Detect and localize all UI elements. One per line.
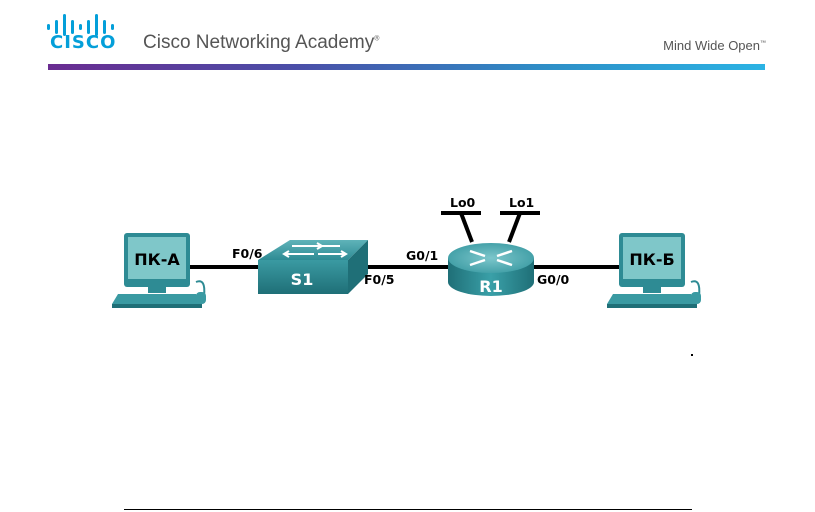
loopback-lo0-link (459, 212, 474, 243)
registered-mark: ® (374, 35, 380, 43)
cisco-logo-icon (47, 14, 114, 36)
page-header: CISCO Cisco Networking Academy® Mind Wid… (0, 0, 815, 80)
interface-label-r1-lo1: Lo1 (509, 195, 534, 210)
footer-divider (124, 509, 692, 510)
loopback-lo1-link (507, 212, 522, 243)
stray-dot (691, 354, 693, 356)
router-icon (448, 243, 534, 296)
computer-icon (112, 233, 206, 308)
switch-s1-label: S1 (291, 270, 314, 289)
pc-b-label: ПК-Б (629, 250, 674, 269)
academy-name: Cisco Networking Academy® (143, 32, 379, 54)
tagline-text: Mind Wide Open (663, 38, 760, 53)
interface-label-s1-f06: F0/6 (232, 246, 263, 261)
computer-icon (607, 233, 701, 308)
switch-s1-device[interactable]: S1 (258, 240, 368, 294)
trademark-mark: ™ (760, 40, 766, 47)
router-r1-label: R1 (479, 277, 502, 296)
tagline: Mind Wide Open™ (663, 38, 766, 53)
interface-label-s1-f05: F0/5 (364, 272, 395, 287)
interface-label-r1-g00: G0/0 (537, 272, 570, 287)
cisco-logo-text: CISCO (50, 32, 117, 53)
interface-label-r1-lo0: Lo0 (450, 195, 476, 210)
pc-b-device[interactable]: ПК-Б (607, 233, 701, 308)
pc-a-device[interactable]: ПК-А (112, 233, 206, 308)
pc-a-label: ПК-А (134, 250, 180, 269)
header-gradient-bar (48, 64, 765, 70)
switch-icon (258, 240, 368, 294)
academy-name-text: Cisco Networking Academy (143, 32, 375, 53)
router-r1-device[interactable]: R1 (441, 211, 540, 296)
interface-label-r1-g01: G0/1 (406, 248, 438, 263)
